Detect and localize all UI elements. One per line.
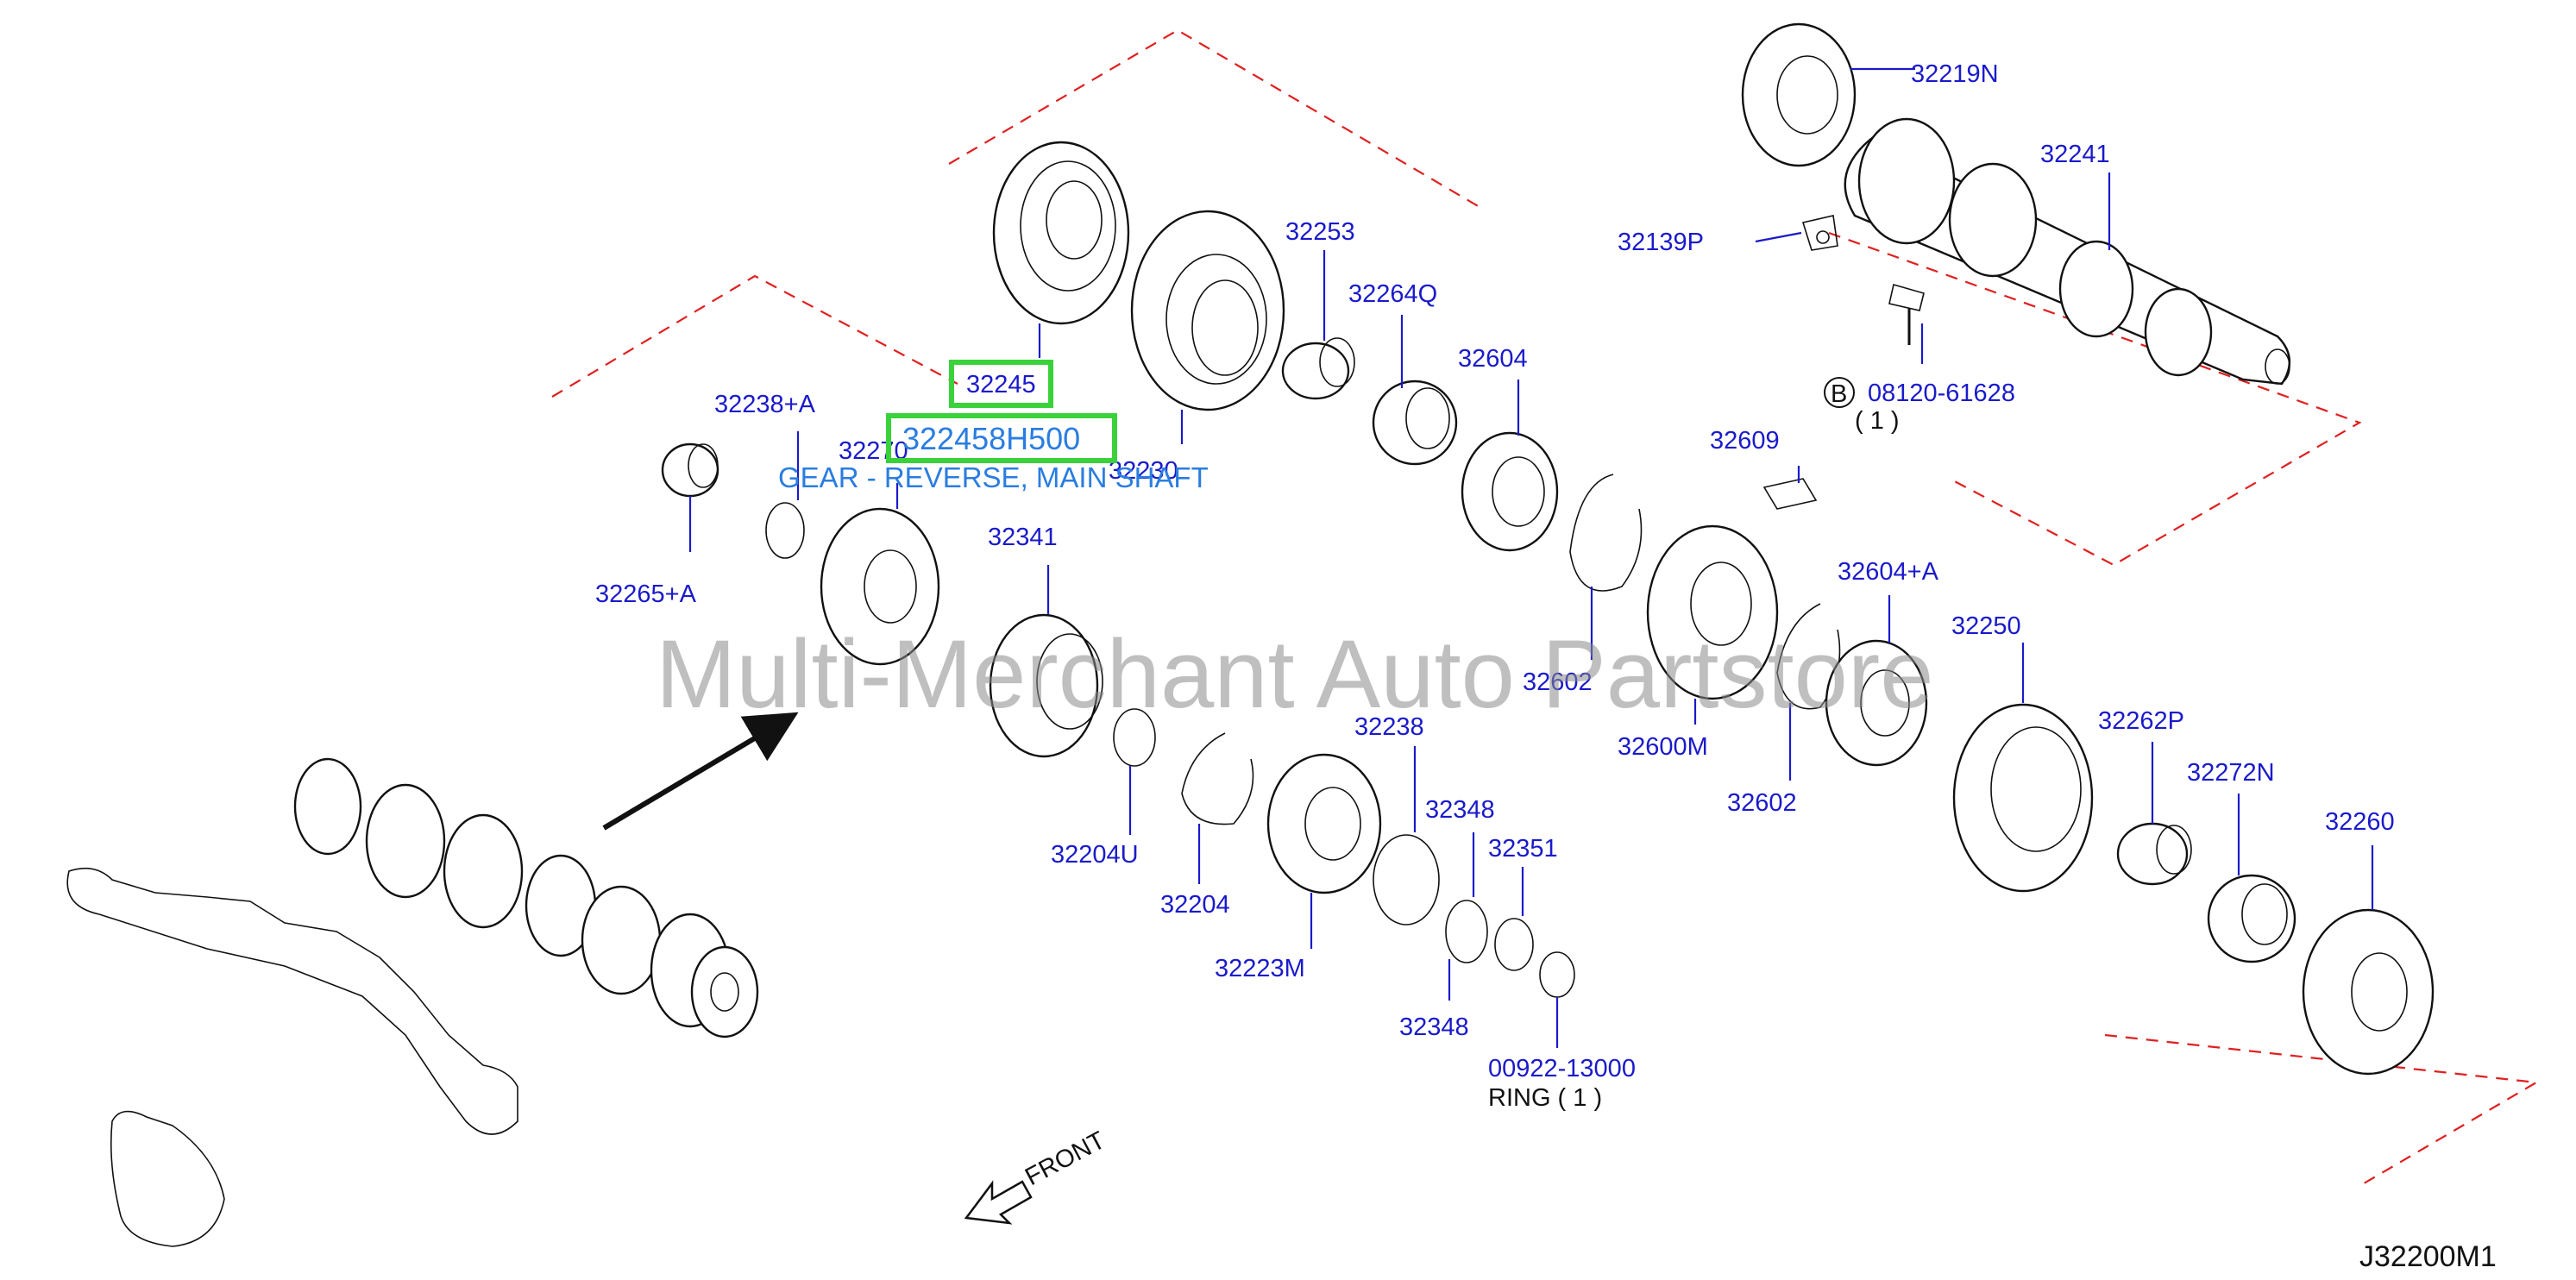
gear-32230[interactable] bbox=[1130, 210, 1285, 411]
ring-32348[interactable] bbox=[1445, 900, 1488, 963]
dashed-group-right-bottom bbox=[2104, 1033, 2540, 1187]
callout-32139P[interactable]: 32139P bbox=[1618, 229, 1704, 256]
callout-32219N[interactable]: 32219N bbox=[1911, 60, 1999, 88]
callout-32230[interactable]: 32230 bbox=[1109, 457, 1178, 485]
hub-32604A[interactable] bbox=[1825, 639, 1928, 767]
gear-reverse-main-shaft[interactable] bbox=[992, 141, 1130, 325]
countershaft-assembly[interactable] bbox=[66, 712, 799, 1247]
callout-08120-61628[interactable]: 08120-61628 bbox=[1868, 380, 2015, 407]
callout-32600M[interactable]: 32600M bbox=[1618, 733, 1708, 761]
callout-32253[interactable]: 32253 bbox=[1285, 218, 1355, 246]
bushing-32253[interactable] bbox=[1281, 337, 1355, 400]
hub-32604[interactable] bbox=[1461, 431, 1559, 552]
highlight-selected-part-box bbox=[886, 413, 1117, 463]
callout-32609[interactable]: 32609 bbox=[1710, 427, 1780, 455]
ring-32238[interactable] bbox=[1373, 834, 1440, 925]
callout-ring-qty: RING ( 1 ) bbox=[1488, 1084, 1602, 1112]
bushing-32262P[interactable] bbox=[2116, 822, 2192, 886]
callout-32351[interactable]: 32351 bbox=[1488, 835, 1558, 863]
bolt-marker-circle bbox=[1824, 377, 1855, 408]
callout-32204[interactable]: 32204 bbox=[1160, 891, 1230, 919]
callout-32602-upper[interactable]: 32602 bbox=[1523, 668, 1593, 696]
callout-32348-lower[interactable]: 32348 bbox=[1399, 1013, 1469, 1041]
callout-32250[interactable]: 32250 bbox=[1951, 612, 2021, 640]
diagram-code: J32200M1 bbox=[2359, 1240, 2497, 1273]
bearing-32219N[interactable] bbox=[1741, 22, 1857, 167]
gear-32600M[interactable] bbox=[1646, 524, 1779, 700]
callout-32245[interactable]: 32245 bbox=[966, 371, 1036, 398]
bushing-32265A[interactable] bbox=[661, 442, 719, 498]
callout-32341[interactable]: 32341 bbox=[988, 524, 1058, 551]
bracket-32139P[interactable] bbox=[1801, 215, 1838, 251]
callout-32264Q[interactable]: 32264Q bbox=[1348, 280, 1437, 308]
callout-32223M[interactable]: 32223M bbox=[1215, 955, 1305, 982]
bearing-32223M[interactable] bbox=[1266, 753, 1382, 894]
gear-32341[interactable] bbox=[989, 613, 1103, 758]
dashed-group-upper bbox=[948, 28, 1480, 208]
callout-32348-upper[interactable]: 32348 bbox=[1425, 796, 1495, 824]
front-indicator: FRONT bbox=[964, 1126, 1110, 1225]
callout-32262P[interactable]: 32262P bbox=[2098, 707, 2184, 735]
callout-32238A[interactable]: 32238+A bbox=[714, 391, 816, 418]
leader-lines bbox=[688, 67, 2374, 1048]
gear-32270[interactable] bbox=[820, 507, 940, 666]
front-arrow-line bbox=[602, 712, 799, 831]
bearing-32264Q[interactable] bbox=[1372, 380, 1458, 466]
gear-32260[interactable] bbox=[2302, 908, 2435, 1076]
bolt-marker-letter: B bbox=[1831, 380, 1847, 408]
selected-part-number[interactable]: 322458H500 bbox=[902, 421, 1080, 456]
watermark: Multi-Merchant Auto Partstore bbox=[656, 620, 1933, 728]
callout-32602-lower[interactable]: 32602 bbox=[1727, 789, 1797, 817]
callout-08120-qty: ( 1 ) bbox=[1855, 407, 1900, 435]
ring-32238A[interactable] bbox=[765, 502, 805, 559]
ring-00922[interactable] bbox=[1539, 951, 1575, 998]
dashed-group-right-shaft bbox=[1828, 231, 2362, 567]
callout-32260[interactable]: 32260 bbox=[2325, 808, 2395, 836]
callout-32272N[interactable]: 32272N bbox=[2187, 759, 2275, 787]
callout-32265A[interactable]: 32265+A bbox=[595, 580, 697, 608]
callout-32604[interactable]: 32604 bbox=[1458, 345, 1528, 373]
ring-32204U[interactable] bbox=[1113, 708, 1156, 767]
selected-part-description: GEAR - REVERSE, MAIN SHAFT bbox=[778, 461, 1209, 493]
main-shaft-32241[interactable] bbox=[1844, 117, 2291, 386]
callout-32238[interactable]: 32238 bbox=[1354, 713, 1424, 741]
gear-32250[interactable] bbox=[1952, 703, 2094, 893]
highlight-32245-box bbox=[949, 360, 1053, 408]
callout-32241[interactable]: 32241 bbox=[2040, 141, 2110, 168]
bolt-08120-61628[interactable] bbox=[1888, 283, 1925, 345]
callout-32604A[interactable]: 32604+A bbox=[1838, 558, 1939, 586]
synchro-32609[interactable] bbox=[1762, 478, 1818, 510]
dashed-group-left bbox=[551, 274, 958, 398]
callout-00922-13000[interactable]: 00922-13000 bbox=[1488, 1055, 1636, 1082]
bearing-32272N[interactable] bbox=[2207, 874, 2296, 963]
front-label: FRONT bbox=[1021, 1126, 1109, 1191]
callout-32204U[interactable]: 32204U bbox=[1051, 841, 1139, 869]
snap-ring-32204[interactable] bbox=[1181, 732, 1254, 825]
ring-32351[interactable] bbox=[1494, 918, 1534, 971]
snap-ring-32602-upper[interactable] bbox=[1569, 474, 1643, 592]
